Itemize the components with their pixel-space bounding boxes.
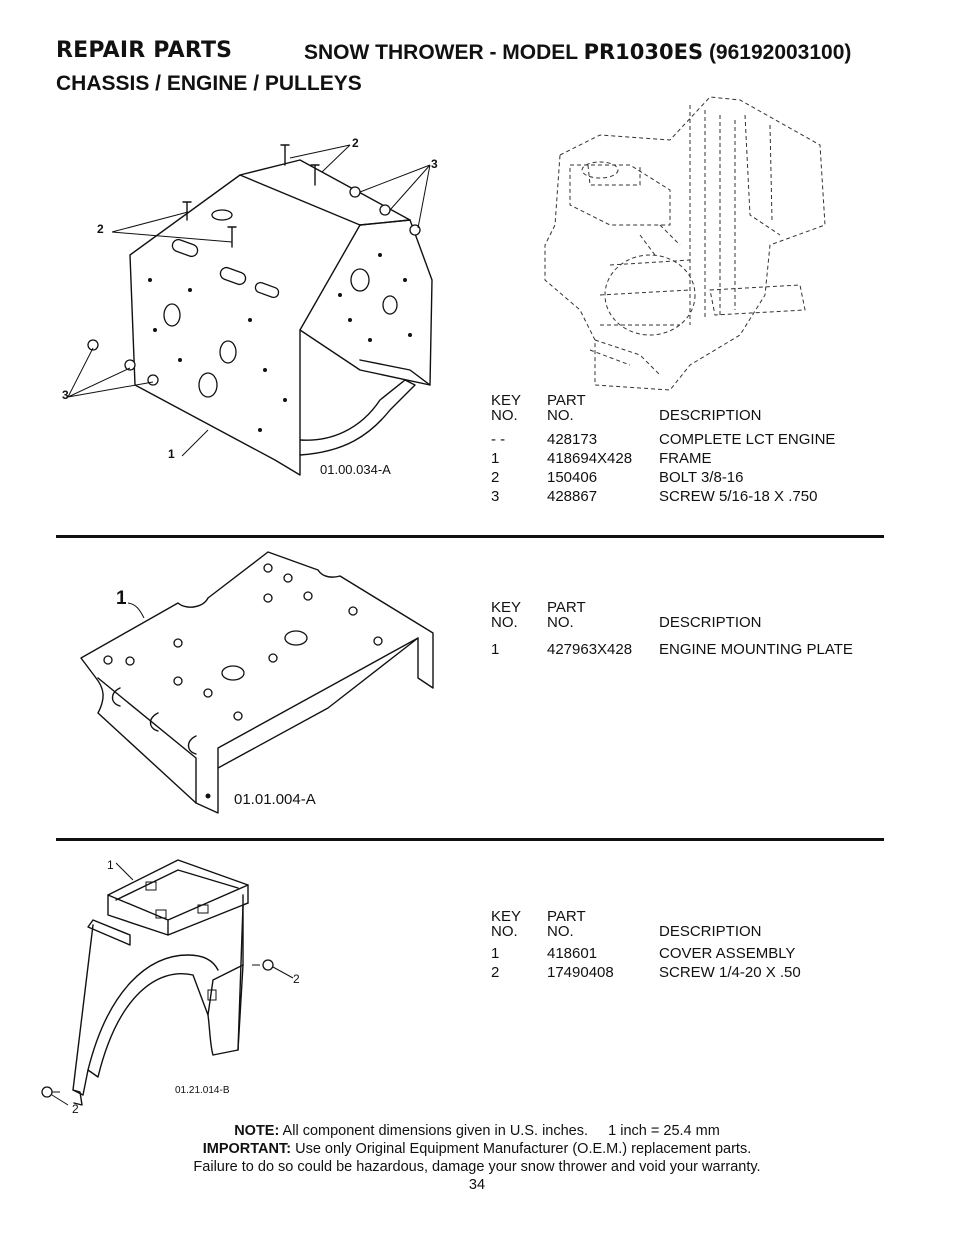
s2-header-key-1: KEY bbox=[491, 599, 522, 616]
header-model-prefix: SNOW THROWER - MODEL bbox=[304, 41, 578, 64]
part-number: 427963X428 bbox=[547, 641, 633, 658]
section-title: CHASSIS / ENGINE / PULLEYS bbox=[56, 72, 362, 95]
part-key: 1 bbox=[491, 641, 500, 658]
engine-diagram bbox=[544, 96, 826, 391]
s1-header-key-1: KEY bbox=[491, 392, 522, 409]
header-model: PR1030ES bbox=[583, 40, 704, 64]
frame-callout-3-top: 3 bbox=[431, 157, 438, 171]
section-divider bbox=[56, 535, 884, 538]
part-description: COMPLETE LCT ENGINE bbox=[659, 431, 836, 448]
header-repair-parts: REPAIR PARTS bbox=[56, 38, 233, 63]
part-number: 17490408 bbox=[547, 964, 614, 981]
s2-header-key-2: NO. bbox=[491, 614, 518, 631]
s3-parts-list: 1 418601 COVER ASSEMBLY 2 17490408 SCREW… bbox=[491, 944, 891, 984]
cover-assembly-diagram bbox=[41, 859, 294, 1106]
part-number: 150406 bbox=[547, 469, 598, 486]
part-key: 2 bbox=[491, 469, 500, 486]
part-description: SCREW 5/16-18 X .750 bbox=[659, 488, 818, 505]
important-label: IMPORTANT: bbox=[202, 1141, 292, 1157]
table-row: - - 428173 COMPLETE LCT ENGINE bbox=[491, 430, 891, 449]
s2-header-part-1: PART bbox=[547, 599, 586, 616]
s3-header-key-2: NO. bbox=[491, 923, 518, 940]
note-label: NOTE: bbox=[234, 1123, 280, 1139]
part-key: 1 bbox=[491, 450, 500, 467]
footer-warning: Failure to do so could be hazardous, dam… bbox=[193, 1159, 761, 1175]
s3-header-key-1: KEY bbox=[491, 908, 522, 925]
footer-important: IMPORTANT: Use only Original Equipment M… bbox=[0, 1140, 954, 1158]
part-description: COVER ASSEMBLY bbox=[659, 945, 796, 962]
s3-header-description: DESCRIPTION bbox=[659, 923, 762, 940]
table-row: 1 418601 COVER ASSEMBLY bbox=[491, 944, 891, 963]
part-key: - - bbox=[491, 431, 506, 448]
frame-callout-2-top: 2 bbox=[352, 136, 359, 150]
part-description: SCREW 1/4-20 X .50 bbox=[659, 964, 801, 981]
s2-header-part-2: NO. bbox=[547, 614, 574, 631]
table-row: 2 17490408 SCREW 1/4-20 X .50 bbox=[491, 963, 891, 982]
part-key: 1 bbox=[491, 945, 500, 962]
cover-callout-2-right: 2 bbox=[293, 972, 300, 986]
s2-parts-list: 1 427963X428 ENGINE MOUNTING PLATE bbox=[491, 640, 891, 660]
section-divider bbox=[56, 838, 884, 841]
part-number: 428173 bbox=[547, 431, 598, 448]
frame-diagram-code: 01.00.034-A bbox=[320, 462, 391, 477]
s1-header-part-1: PART bbox=[547, 392, 586, 409]
part-number: 428867 bbox=[547, 488, 598, 505]
note-conversion: 1 inch = 25.4 mm bbox=[608, 1123, 720, 1139]
plate-callout-1: 1 bbox=[116, 588, 127, 609]
table-row: 1 427963X428 ENGINE MOUNTING PLATE bbox=[491, 640, 891, 659]
table-row: 1 418694X428 FRAME bbox=[491, 449, 891, 468]
part-description: FRAME bbox=[659, 450, 712, 467]
table-row: 2 150406 BOLT 3/8-16 bbox=[491, 468, 891, 487]
plate-diagram-code: 01.01.004-A bbox=[234, 791, 316, 808]
frame-callout-3-left: 3 bbox=[62, 388, 69, 402]
footer-note: NOTE: All component dimensions given in … bbox=[0, 1122, 954, 1140]
s3-header-part-1: PART bbox=[547, 908, 586, 925]
note-text: All component dimensions given in U.S. i… bbox=[282, 1123, 589, 1139]
frame-callout-1: 1 bbox=[168, 447, 175, 461]
mounting-plate-diagram bbox=[80, 551, 434, 814]
s1-header-key-2: NO. bbox=[491, 407, 518, 424]
s2-header-description: DESCRIPTION bbox=[659, 614, 762, 631]
part-number: 418601 bbox=[547, 945, 598, 962]
header-model-number: (96192003100) bbox=[708, 41, 852, 64]
part-description: ENGINE MOUNTING PLATE bbox=[659, 641, 853, 658]
cover-callout-1: 1 bbox=[107, 858, 114, 872]
page-number: 34 bbox=[468, 1177, 486, 1193]
s1-header-part-2: NO. bbox=[547, 407, 574, 424]
frame-diagram bbox=[67, 144, 433, 476]
part-key: 2 bbox=[491, 964, 500, 981]
s3-header-part-2: NO. bbox=[547, 923, 574, 940]
s1-parts-list: - - 428173 COMPLETE LCT ENGINE 1 418694X… bbox=[491, 430, 891, 510]
cover-callout-2-bottom: 2 bbox=[72, 1102, 79, 1116]
cover-diagram-code: 01.21.014-B bbox=[175, 1085, 230, 1096]
part-key: 3 bbox=[491, 488, 500, 505]
header-model-line: SNOW THROWER - MODEL PR1030ES (961920031… bbox=[304, 40, 851, 65]
frame-callout-2-left: 2 bbox=[97, 222, 104, 236]
table-row: 3 428867 SCREW 5/16-18 X .750 bbox=[491, 487, 891, 506]
part-description: BOLT 3/8-16 bbox=[659, 469, 744, 486]
part-number: 418694X428 bbox=[547, 450, 633, 467]
s1-header-description: DESCRIPTION bbox=[659, 407, 762, 424]
important-text: Use only Original Equipment Manufacturer… bbox=[295, 1141, 752, 1157]
